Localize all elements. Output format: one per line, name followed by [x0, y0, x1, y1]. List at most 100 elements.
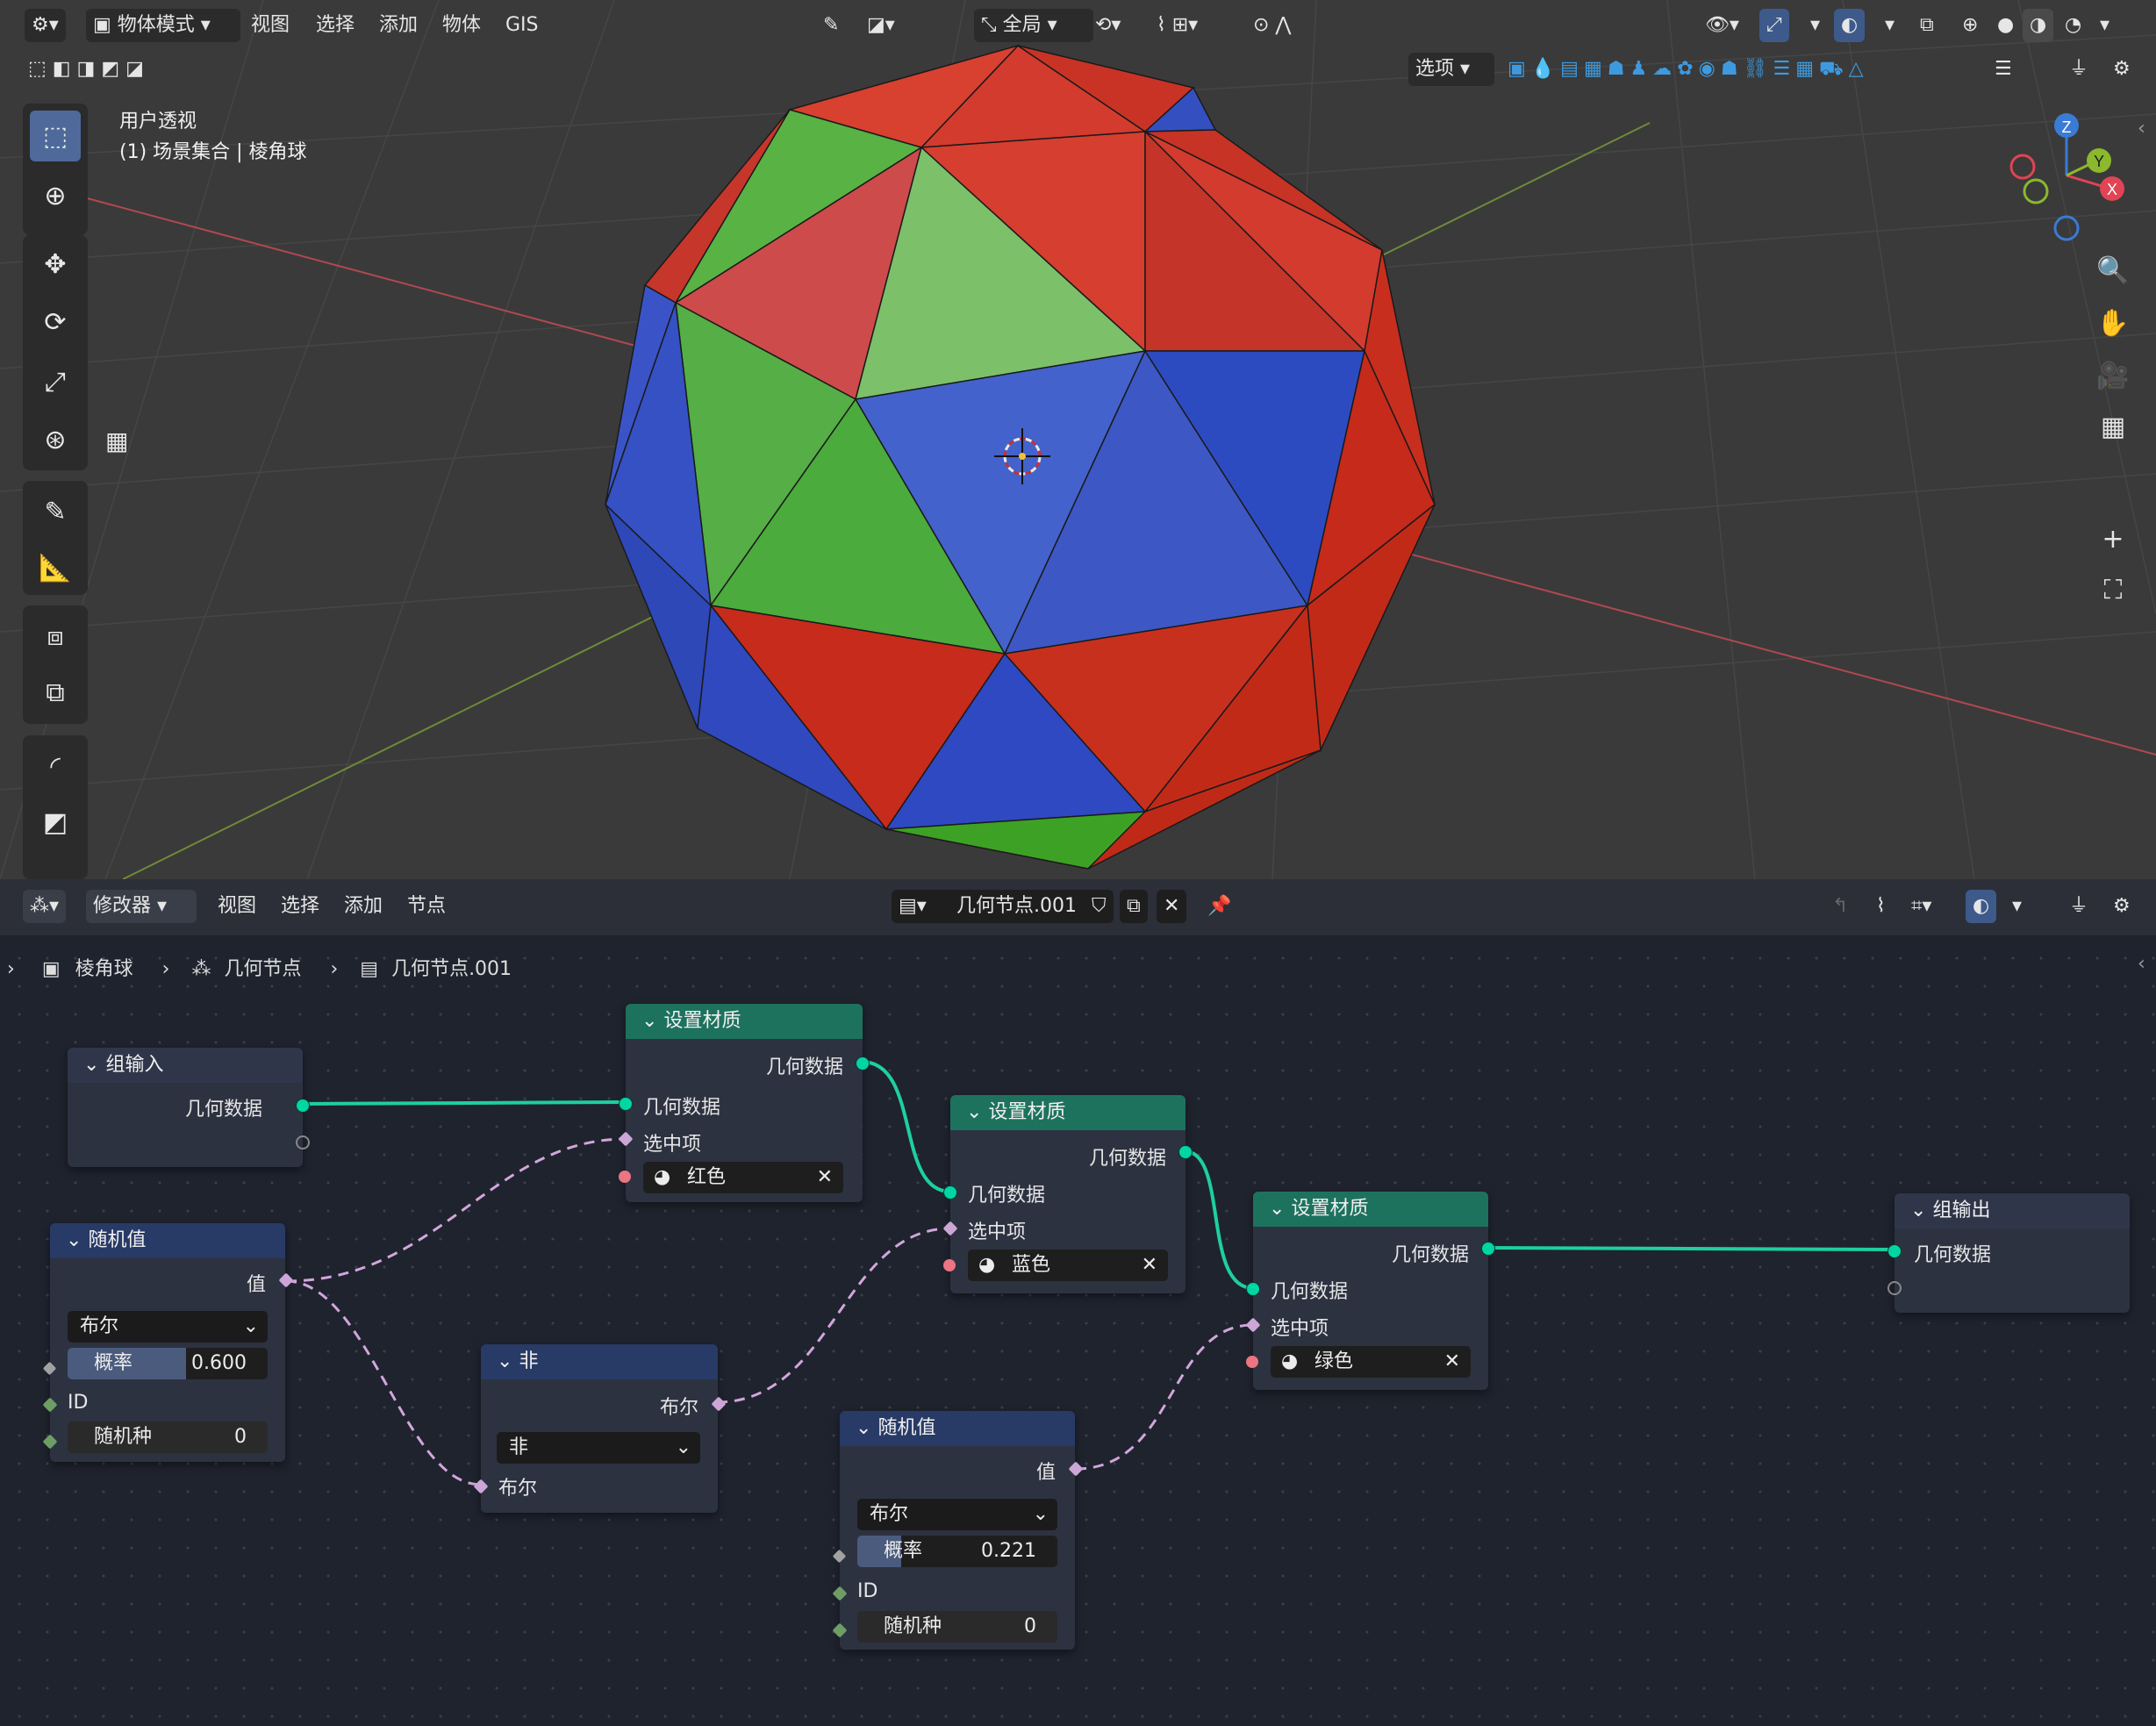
menu-gis[interactable]: GIS: [505, 14, 539, 36]
perspective-grid-icon[interactable]: ▦: [2100, 411, 2126, 442]
ne-sidebar-toggle-icon[interactable]: ‹: [2138, 953, 2145, 975]
seed-field[interactable]: 随机种 0: [68, 1422, 268, 1453]
select-box-tool-icon[interactable]: ⬚: [30, 111, 81, 161]
collapse-chevron-icon[interactable]: ⌄: [856, 1417, 878, 1439]
breadcrumb-expand-icon[interactable]: ›: [7, 958, 15, 980]
input-geometry-socket[interactable]: [619, 1097, 633, 1111]
ne-menu-add[interactable]: 添加: [344, 895, 383, 917]
camera-icon[interactable]: 🎥: [2096, 360, 2130, 391]
snapping-icon[interactable]: ⌇ ⊞▾: [1157, 14, 1199, 36]
visibility-icon[interactable]: 👁▾: [1705, 14, 1739, 36]
node-title[interactable]: ⌄ 组输出: [1895, 1193, 2130, 1228]
ne-menu-node[interactable]: 节点: [407, 895, 447, 917]
node-random-value-2[interactable]: ⌄ 随机值 值 布尔⌄ 概率 0.221 ID 随机种 0: [832, 1411, 1084, 1650]
material-socket[interactable]: [619, 1171, 631, 1183]
zoom-icon[interactable]: 🔍: [2096, 254, 2130, 286]
options-dropdown[interactable]: 选项 ▾: [1408, 53, 1494, 86]
node-set-material-2[interactable]: ⌄ 设置材质 几何数据 几何数据 选中项 ◕ 蓝色 ✕: [942, 1095, 1193, 1293]
add-primitive-tool-icon[interactable]: ⧉: [46, 677, 65, 708]
collapse-chevron-icon[interactable]: ⌄: [1269, 1198, 1292, 1220]
pin-icon[interactable]: 📌: [1207, 895, 1232, 917]
snap-magnet-icon[interactable]: ⌇: [1876, 895, 1886, 917]
collapse-chevron-icon[interactable]: ⌄: [1910, 1200, 1933, 1221]
node-set-material-1[interactable]: ⌄ 设置材质 几何数据 几何数据 选中项 ◕ 红色 ✕: [618, 1004, 870, 1202]
editor-type-icon[interactable]: ⁂▾: [23, 890, 67, 923]
operation-dropdown[interactable]: 非⌄: [497, 1432, 700, 1464]
curve-tool-icon[interactable]: ◜: [50, 750, 61, 782]
menu-view[interactable]: 视图: [251, 14, 290, 36]
node-title[interactable]: ⌄ 随机值: [840, 1411, 1075, 1446]
settings-gear-icon[interactable]: ⚙: [2113, 58, 2131, 80]
scale-tool-icon[interactable]: ⤢: [45, 366, 66, 397]
parent-arrow-icon[interactable]: ↰: [1832, 895, 1849, 917]
frame-selected-icon[interactable]: ⛶: [2103, 574, 2123, 605]
xray-icon[interactable]: ⧉: [1920, 14, 1934, 36]
node-random-value-1[interactable]: ⌄ 随机值 值 布尔⌄ 概率 0.600 ID 随机种 0: [42, 1223, 294, 1462]
node-group-name-field[interactable]: 几何节点.001: [949, 890, 1095, 923]
node-title[interactable]: ⌄ 组输入: [68, 1048, 303, 1083]
collapse-chevron-icon[interactable]: ⌄: [497, 1350, 519, 1372]
rendered-shading-icon[interactable]: ◔: [2065, 14, 2082, 36]
editor-type-button[interactable]: ⚙▾: [25, 9, 66, 42]
collapse-chevron-icon[interactable]: ⌄: [66, 1229, 89, 1251]
breadcrumb-object[interactable]: 棱角球: [75, 958, 133, 980]
node-boolean-math-not[interactable]: ⌄ 非 布尔 非⌄ 布尔: [473, 1344, 727, 1513]
input-geometry-socket[interactable]: [1246, 1282, 1260, 1296]
node-group-browse-icon[interactable]: ▤▾: [892, 890, 958, 923]
input-geometry-socket[interactable]: [943, 1185, 957, 1200]
viewport-scene[interactable]: Z Y X: [0, 0, 2156, 879]
breadcrumb-node-group[interactable]: 几何节点.001: [391, 958, 512, 980]
select-mode-icons[interactable]: ⬚ ◧ ◨ ◩ ◪: [28, 58, 144, 80]
shading-dropdown-icon[interactable]: ▾: [2100, 14, 2110, 36]
input-geometry-socket[interactable]: [1887, 1244, 1902, 1258]
add-cube-tool-icon[interactable]: ⧈: [47, 620, 64, 652]
material-field[interactable]: ◕ 红色 ✕: [643, 1162, 843, 1193]
material-shading-icon[interactable]: ◑: [2023, 9, 2054, 42]
material-field[interactable]: ◕ 绿色 ✕: [1271, 1346, 1471, 1378]
ne-menu-select[interactable]: 选择: [281, 895, 320, 917]
3d-viewport[interactable]: Z Y X ⚙▾ ▣ 物体模式 ▾ 视图 选择 添加 物体 GIS ✎ ◪▾ ⤡…: [0, 0, 2156, 879]
output-geometry-socket[interactable]: [856, 1056, 870, 1071]
checker-icon[interactable]: ▦: [105, 426, 129, 455]
collapse-chevron-icon[interactable]: ⌄: [83, 1054, 106, 1076]
material-socket[interactable]: [1246, 1356, 1258, 1368]
ne-overlay-dropdown-icon[interactable]: ▾: [2012, 895, 2023, 917]
pivot-icon[interactable]: ⟲▾: [1095, 14, 1121, 36]
duplicate-icon[interactable]: ⧉: [1120, 890, 1148, 923]
probability-field[interactable]: 概率 0.600: [68, 1348, 268, 1379]
addon-icons-strip[interactable]: ▣💧▤▦☗♟☁✿◉☗⛓☰▦⛟△: [1508, 58, 1869, 80]
collapse-chevron-icon[interactable]: ⌄: [641, 1010, 664, 1032]
menu-lines-icon[interactable]: ☰: [1995, 58, 2012, 80]
transform-tool-icon[interactable]: ⊛: [44, 424, 67, 455]
breadcrumb-modifier[interactable]: 几何节点: [224, 958, 302, 980]
gizmo-toggle-icon[interactable]: ⤢: [1759, 9, 1789, 42]
clear-material-icon[interactable]: ✕: [1141, 1254, 1157, 1276]
probability-field[interactable]: 概率 0.221: [857, 1536, 1057, 1567]
move-tool-icon[interactable]: ✥: [44, 248, 67, 280]
pan-hand-icon[interactable]: ✋: [2096, 307, 2130, 339]
menu-select[interactable]: 选择: [316, 14, 355, 36]
node-set-material-3[interactable]: ⌄ 设置材质 几何数据 几何数据 选中项 ◕ 绿色 ✕: [1245, 1192, 1495, 1390]
ne-settings-gear-icon[interactable]: ⚙: [2113, 895, 2131, 917]
cursor-tool-icon[interactable]: ⊕: [44, 180, 67, 211]
sidebar-toggle-icon[interactable]: ‹: [2138, 118, 2145, 140]
frame-tool-icon[interactable]: ◩: [42, 806, 68, 838]
menu-object[interactable]: 物体: [442, 14, 482, 36]
seed-field[interactable]: 随机种 0: [857, 1611, 1057, 1643]
clear-material-icon[interactable]: ✕: [816, 1166, 833, 1188]
overlay-dropdown-icon[interactable]: ▾: [1885, 14, 1895, 36]
gizmo-dropdown-icon[interactable]: ▾: [1810, 14, 1821, 36]
solid-shading-icon[interactable]: ●: [1997, 14, 2015, 36]
empty-output-socket[interactable]: [296, 1135, 310, 1149]
fake-user-shield-icon[interactable]: ⛉: [1085, 890, 1114, 923]
snap-icon[interactable]: ◪▾: [867, 14, 895, 36]
proportional-edit-icon[interactable]: ⊙ ⋀: [1253, 14, 1292, 36]
material-field[interactable]: ◕ 蓝色 ✕: [968, 1250, 1168, 1281]
empty-input-socket[interactable]: [1887, 1281, 1902, 1295]
output-geometry-socket[interactable]: [1481, 1242, 1495, 1256]
annotate-tool-icon[interactable]: ✎: [44, 496, 67, 527]
collapse-chevron-icon[interactable]: ⌄: [966, 1101, 989, 1123]
node-group-input[interactable]: ⌄ 组输入 几何数据: [68, 1048, 310, 1167]
add-plus-icon[interactable]: +: [2102, 523, 2124, 555]
overlay-toggle-icon[interactable]: ◐: [1834, 9, 1866, 42]
